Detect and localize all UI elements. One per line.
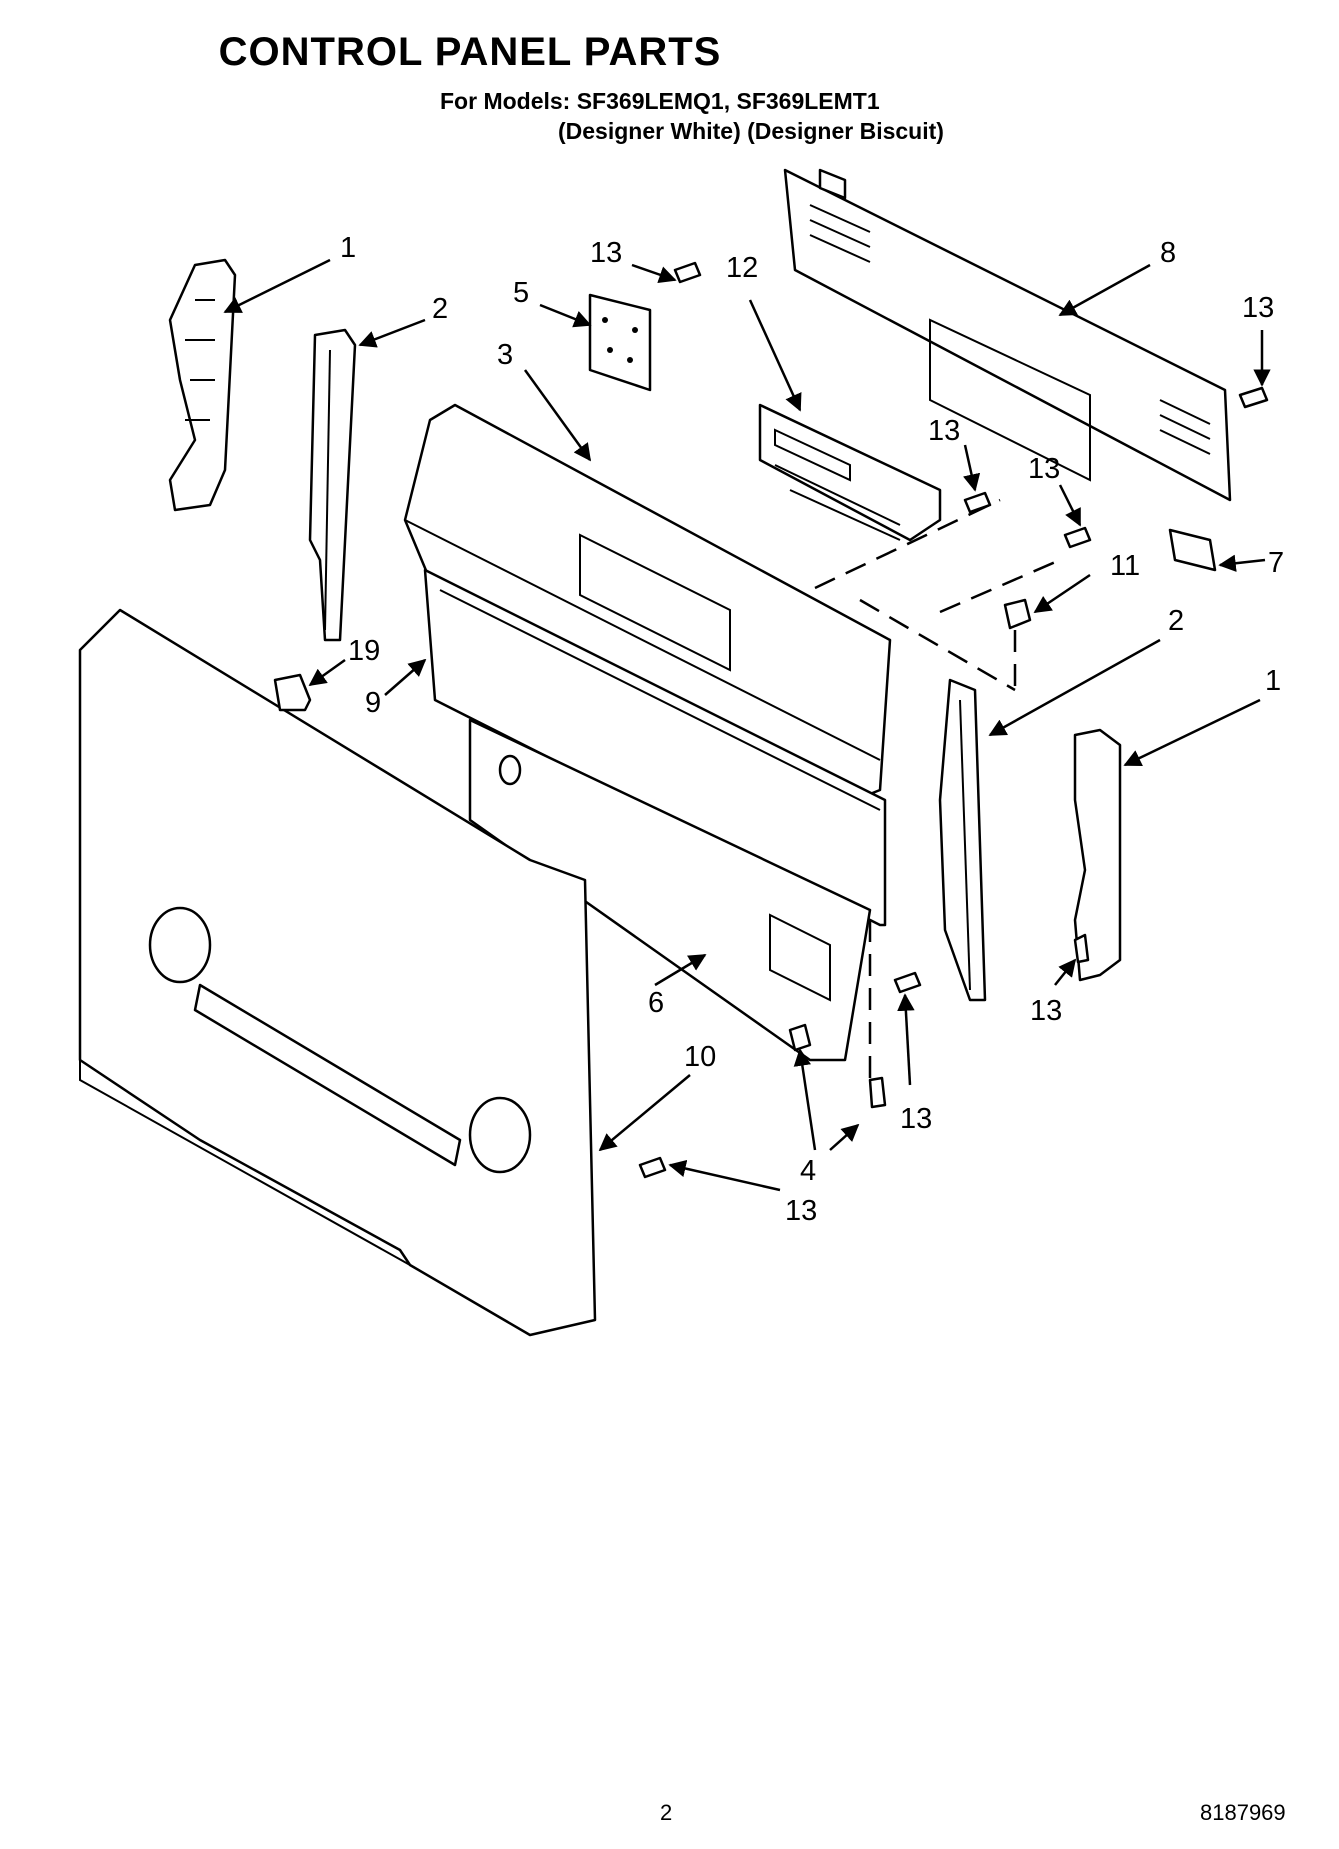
callout-3: 3 (497, 339, 513, 371)
callout-7: 7 (1268, 547, 1284, 579)
callout-1-left: 1 (340, 232, 356, 264)
part-10-rear-panel (78, 608, 597, 1337)
callout-13-top: 13 (590, 237, 622, 269)
models-line: For Models: SF369LEMQ1, SF369LEMT1 (440, 88, 880, 114)
callout-6: 6 (648, 987, 664, 1019)
page-title: CONTROL PANEL PARTS (218, 30, 722, 74)
callout-13-bottom: 13 (785, 1195, 817, 1227)
screw-set (638, 261, 1269, 1179)
part-9-support (423, 568, 887, 927)
callout-13-mid: 13 (1028, 453, 1060, 485)
part-6-inner-panel (468, 718, 872, 1062)
leader-arrows (223, 258, 1271, 1192)
part-1-left-endcap (168, 258, 237, 512)
callout-2-left: 2 (432, 293, 448, 325)
finishes-line: (Designer White) (Designer Biscuit) (558, 118, 944, 144)
callout-9: 9 (365, 687, 381, 719)
part-1-right-endcap (1073, 728, 1122, 982)
part-11-switch (1003, 598, 1032, 630)
callout-5: 5 (513, 277, 529, 309)
callout-4: 4 (800, 1155, 816, 1187)
assembly-lines (814, 498, 1061, 1080)
callout-2-right: 2 (1168, 605, 1184, 637)
document-number: 8187969 (1200, 1800, 1286, 1825)
callout-19: 19 (348, 635, 380, 667)
part-19-clip (273, 673, 312, 712)
callout-13-control: 13 (928, 415, 960, 447)
part-5-board (588, 293, 652, 392)
callout-10: 10 (684, 1041, 716, 1073)
page-number: 2 (660, 1800, 673, 1825)
callout-13-endcap: 13 (1030, 995, 1062, 1027)
part-12-electronic-control (758, 403, 942, 542)
part-2-right-bracket (938, 678, 987, 1002)
part-2-left-bracket (308, 328, 357, 642)
callout-13-right-top: 13 (1242, 292, 1274, 324)
callout-11: 11 (1110, 550, 1140, 582)
callout-12: 12 (726, 252, 758, 284)
part-7-clip (1168, 528, 1217, 572)
callout-13-lower-right: 13 (900, 1103, 932, 1135)
callout-1-right: 1 (1265, 665, 1281, 697)
callout-8: 8 (1160, 237, 1176, 269)
part-8-rear-panel (783, 168, 1232, 502)
